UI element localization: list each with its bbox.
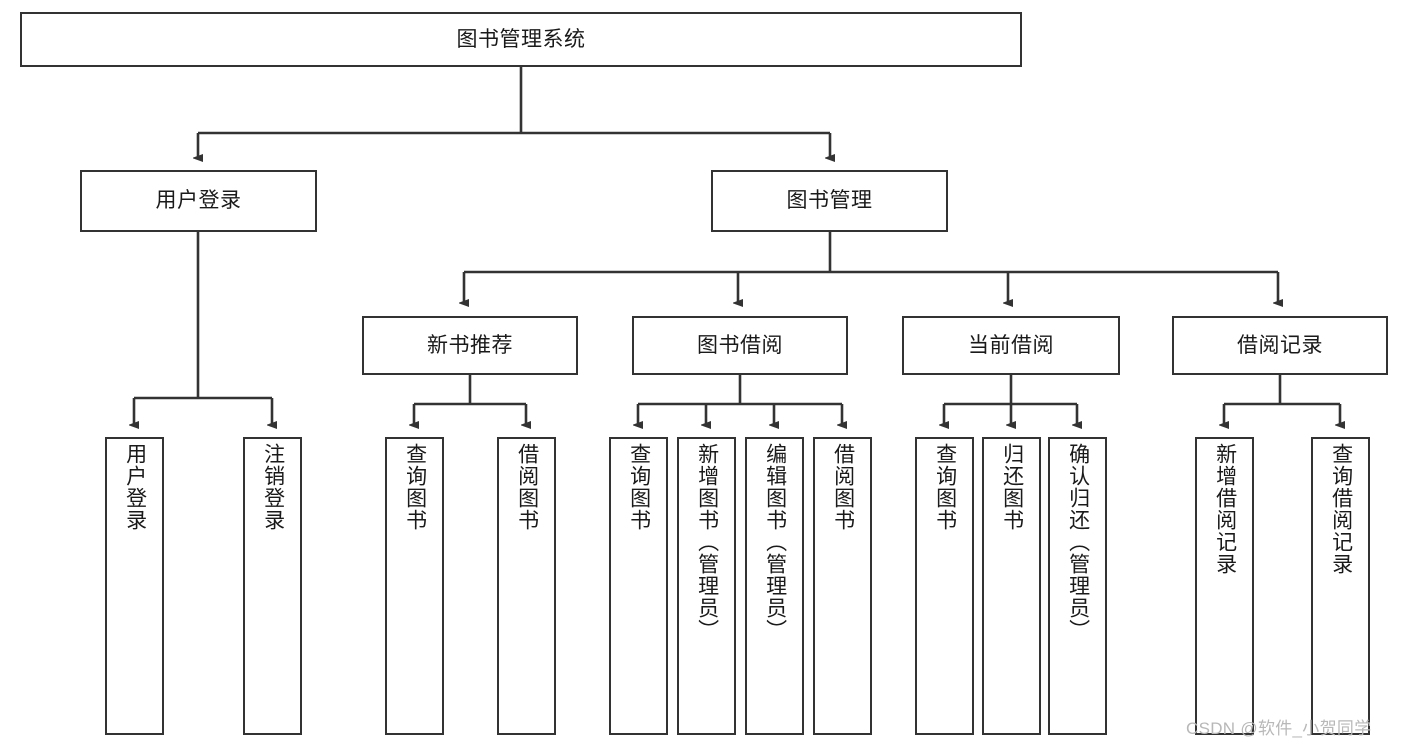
node-leaf-query-book-2[interactable]: 查询图书 bbox=[609, 437, 668, 735]
node-new-book-recommend-label: 新书推荐 bbox=[427, 333, 513, 357]
node-leaf-user-login[interactable]: 用户登录 bbox=[105, 437, 164, 735]
node-borrow-record-label: 借阅记录 bbox=[1237, 333, 1323, 357]
node-leaf-return-book[interactable]: 归还图书 bbox=[982, 437, 1041, 735]
node-leaf-add-borrow-record[interactable]: 新增借阅记录 bbox=[1195, 437, 1254, 735]
node-leaf-add-book[interactable]: 新增图书（管理员） bbox=[677, 437, 736, 735]
node-borrow-record[interactable]: 借阅记录 bbox=[1172, 316, 1388, 375]
node-leaf-borrow-book-1-label: 借阅图书 bbox=[515, 443, 539, 531]
node-book-management[interactable]: 图书管理 bbox=[711, 170, 948, 232]
node-user-login-label: 用户登录 bbox=[155, 189, 242, 213]
node-current-borrow[interactable]: 当前借阅 bbox=[902, 316, 1120, 375]
node-leaf-query-book-3[interactable]: 查询图书 bbox=[915, 437, 974, 735]
node-new-book-recommend[interactable]: 新书推荐 bbox=[362, 316, 578, 375]
node-leaf-user-login-label: 用户登录 bbox=[123, 443, 147, 531]
node-leaf-edit-book-label: 编辑图书（管理员） bbox=[763, 443, 787, 641]
node-leaf-add-borrow-record-label: 新增借阅记录 bbox=[1213, 443, 1237, 575]
node-leaf-add-book-label: 新增图书（管理员） bbox=[695, 443, 719, 641]
node-leaf-borrow-book-1[interactable]: 借阅图书 bbox=[497, 437, 556, 735]
node-root[interactable]: 图书管理系统 bbox=[20, 12, 1022, 67]
node-leaf-query-borrow-record-label: 查询借阅记录 bbox=[1329, 443, 1353, 575]
node-leaf-query-borrow-record[interactable]: 查询借阅记录 bbox=[1311, 437, 1370, 735]
node-user-login[interactable]: 用户登录 bbox=[80, 170, 317, 232]
node-leaf-query-book-3-label: 查询图书 bbox=[933, 443, 957, 531]
node-leaf-logout-login[interactable]: 注销登录 bbox=[243, 437, 302, 735]
node-book-management-label: 图书管理 bbox=[786, 189, 873, 213]
node-leaf-borrow-book-2[interactable]: 借阅图书 bbox=[813, 437, 872, 735]
node-leaf-return-book-label: 归还图书 bbox=[1000, 443, 1024, 531]
node-leaf-query-book-1-label: 查询图书 bbox=[403, 443, 427, 531]
node-leaf-logout-login-label: 注销登录 bbox=[261, 443, 285, 531]
node-leaf-edit-book[interactable]: 编辑图书（管理员） bbox=[745, 437, 804, 735]
node-root-label: 图书管理系统 bbox=[456, 27, 586, 51]
csdn-watermark: CSDN @软件_小贺同学 bbox=[1186, 719, 1372, 738]
node-current-borrow-label: 当前借阅 bbox=[968, 333, 1054, 357]
node-leaf-confirm-return[interactable]: 确认归还（管理员） bbox=[1048, 437, 1107, 735]
node-book-borrow[interactable]: 图书借阅 bbox=[632, 316, 848, 375]
node-leaf-query-book-1[interactable]: 查询图书 bbox=[385, 437, 444, 735]
node-leaf-borrow-book-2-label: 借阅图书 bbox=[831, 443, 855, 531]
node-leaf-query-book-2-label: 查询图书 bbox=[627, 443, 651, 531]
node-book-borrow-label: 图书借阅 bbox=[697, 333, 783, 357]
node-leaf-confirm-return-label: 确认归还（管理员） bbox=[1066, 443, 1090, 641]
